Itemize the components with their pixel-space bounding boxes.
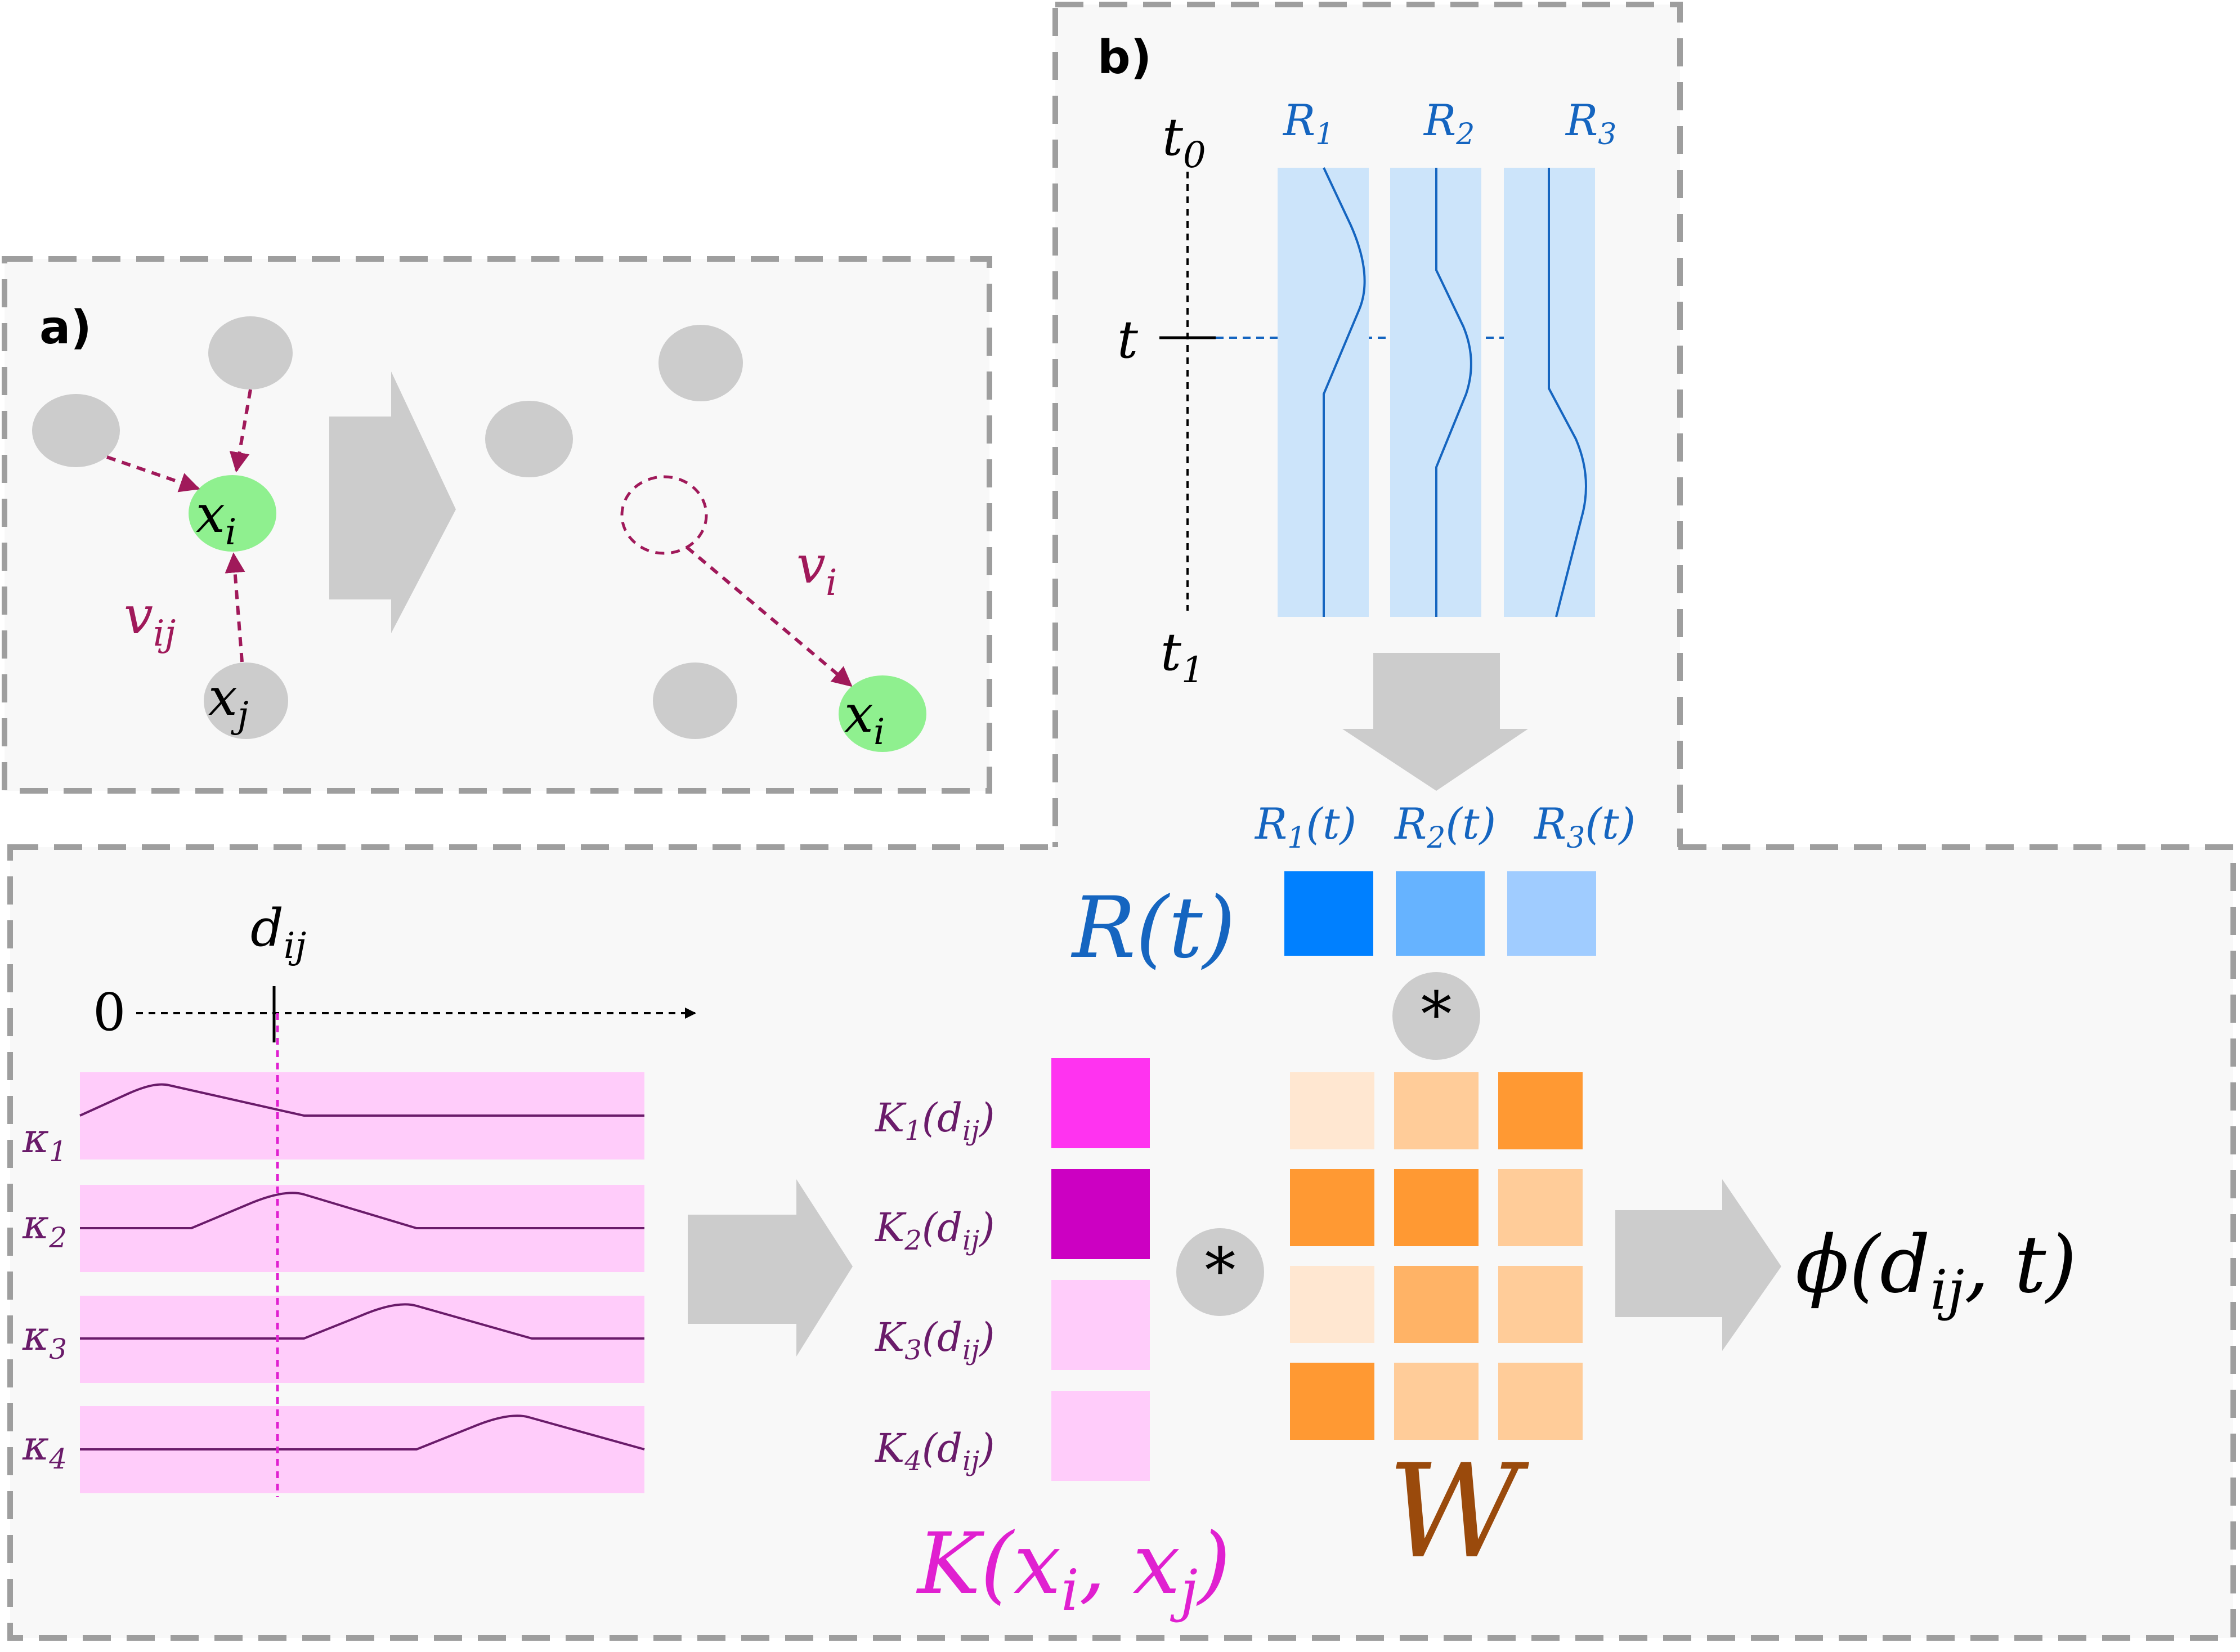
node-i-label: xi bbox=[196, 484, 236, 553]
kernel-1 bbox=[79, 1072, 644, 1159]
kernel-4-curve bbox=[80, 1414, 645, 1450]
kernel-value-label-4: K4(dij) bbox=[874, 1425, 995, 1477]
moved-node-label: xi bbox=[844, 684, 885, 753]
panel-a bbox=[2, 256, 992, 794]
dij-label: dij bbox=[250, 898, 306, 967]
weight-cell-r3-c3 bbox=[1498, 1266, 1583, 1343]
weight-matrix bbox=[1290, 1072, 1583, 1440]
kernel-value-vector bbox=[1051, 1058, 1150, 1481]
weight-cell-r4-c2 bbox=[1394, 1363, 1479, 1440]
weight-cell-r4-c1 bbox=[1290, 1363, 1374, 1440]
weight-cell-r2-c1 bbox=[1290, 1169, 1374, 1246]
band-r2 bbox=[1390, 168, 1481, 617]
step-arrow-c bbox=[688, 1179, 853, 1356]
weight-cell-r4-c3 bbox=[1498, 1363, 1583, 1440]
r-vector-cell-3 bbox=[1507, 871, 1596, 956]
kernel-4 bbox=[80, 1406, 645, 1493]
kernel-value-label-3: K3(dij) bbox=[874, 1314, 995, 1366]
weight-cell-r2-c3 bbox=[1498, 1169, 1583, 1246]
kernel-label-3: κ3 bbox=[22, 1312, 67, 1366]
r-vector-label: R(t) bbox=[1070, 879, 1235, 977]
weight-cell-r1-c2 bbox=[1394, 1072, 1479, 1149]
band-r2-trace bbox=[1435, 168, 1472, 617]
velocity-label-vi: vi bbox=[796, 535, 837, 604]
kernel-label-4: κ4 bbox=[22, 1422, 67, 1475]
time-label-t1: t1 bbox=[1161, 622, 1204, 691]
r-vector-cell-2 bbox=[1396, 871, 1485, 956]
output-label-r3t: R3(t) bbox=[1533, 799, 1636, 855]
multiply-op-left bbox=[1176, 1228, 1264, 1316]
kernel-3-curve bbox=[80, 1303, 644, 1340]
kernel-value-cell-2 bbox=[1051, 1169, 1150, 1259]
neighbor-node-left-after bbox=[485, 401, 573, 477]
weight-matrix-label: W bbox=[1387, 1437, 1530, 1587]
kernel-value-cell-1 bbox=[1051, 1058, 1150, 1148]
velocity-arrow bbox=[686, 545, 853, 687]
k-vector-label: K(xi, xj) bbox=[916, 1515, 1231, 1623]
r-vector-cell-1 bbox=[1284, 871, 1373, 956]
time-label-t0: t0 bbox=[1162, 107, 1206, 176]
band-r1 bbox=[1278, 167, 1369, 617]
band-r1-trace bbox=[1323, 167, 1366, 617]
output-label-r1t: R1(t) bbox=[1254, 799, 1356, 855]
kernel-label-2: κ2 bbox=[22, 1201, 67, 1254]
panel-b-tag: b) bbox=[1097, 31, 1152, 84]
neighbor-node-left bbox=[32, 394, 120, 467]
kernel-1-curve bbox=[79, 1083, 644, 1117]
kernel-value-label-1: K1(dij) bbox=[874, 1095, 995, 1147]
axis-origin-label: 0 bbox=[93, 982, 126, 1042]
old-position-node bbox=[620, 475, 708, 555]
output-phi-label: ϕ(dij, t) bbox=[1795, 1219, 2077, 1322]
kernel-value-label-2: K2(dij) bbox=[874, 1205, 995, 1256]
panel-a-tag: a) bbox=[39, 301, 92, 355]
kernel-2-curve bbox=[80, 1192, 644, 1229]
kernel-2 bbox=[80, 1185, 644, 1272]
band-r3-trace bbox=[1548, 168, 1587, 617]
step-arrow-b bbox=[1342, 653, 1528, 791]
weight-cell-r1-c1 bbox=[1290, 1072, 1374, 1149]
neighbor-node-j bbox=[204, 662, 288, 739]
multiply-op-left-symbol: * bbox=[1205, 1234, 1236, 1306]
weight-cell-r3-c2 bbox=[1394, 1266, 1479, 1343]
moved-node-i bbox=[839, 675, 926, 752]
multiply-op-top-symbol: * bbox=[1421, 978, 1452, 1050]
r-vector bbox=[1284, 871, 1596, 956]
kernel-3 bbox=[80, 1296, 644, 1383]
neighbor-node-bottom-after bbox=[653, 662, 737, 739]
edge-arrow-j bbox=[225, 552, 245, 662]
neighbor-node-top-after bbox=[658, 325, 743, 401]
node-j-label: xj bbox=[208, 667, 249, 736]
kernel-value-cell-3 bbox=[1051, 1280, 1150, 1370]
time-label-t: t bbox=[1117, 310, 1139, 370]
weight-cell-r2-c2 bbox=[1394, 1169, 1479, 1246]
weight-cell-r1-c3 bbox=[1498, 1072, 1583, 1149]
edge-arrow-left bbox=[106, 455, 200, 493]
kernel-value-cell-4 bbox=[1051, 1391, 1150, 1481]
edge-arrow-top bbox=[229, 389, 252, 473]
neighbor-node-top bbox=[208, 316, 293, 390]
step-arrow-output bbox=[1615, 1179, 1781, 1351]
band-r3 bbox=[1504, 168, 1595, 617]
active-node-i bbox=[189, 475, 276, 552]
kernel-label-1: κ1 bbox=[22, 1114, 67, 1168]
edge-label-vij: vij bbox=[124, 585, 176, 655]
weight-cell-r3-c1 bbox=[1290, 1266, 1374, 1343]
multiply-op-top bbox=[1392, 972, 1480, 1060]
output-label-r2t: R2(t) bbox=[1394, 799, 1496, 855]
band-label-r2: R2 bbox=[1423, 95, 1475, 151]
step-arrow-a bbox=[329, 371, 456, 633]
band-label-r1: R1 bbox=[1282, 95, 1334, 151]
band-label-r3: R3 bbox=[1565, 95, 1616, 151]
